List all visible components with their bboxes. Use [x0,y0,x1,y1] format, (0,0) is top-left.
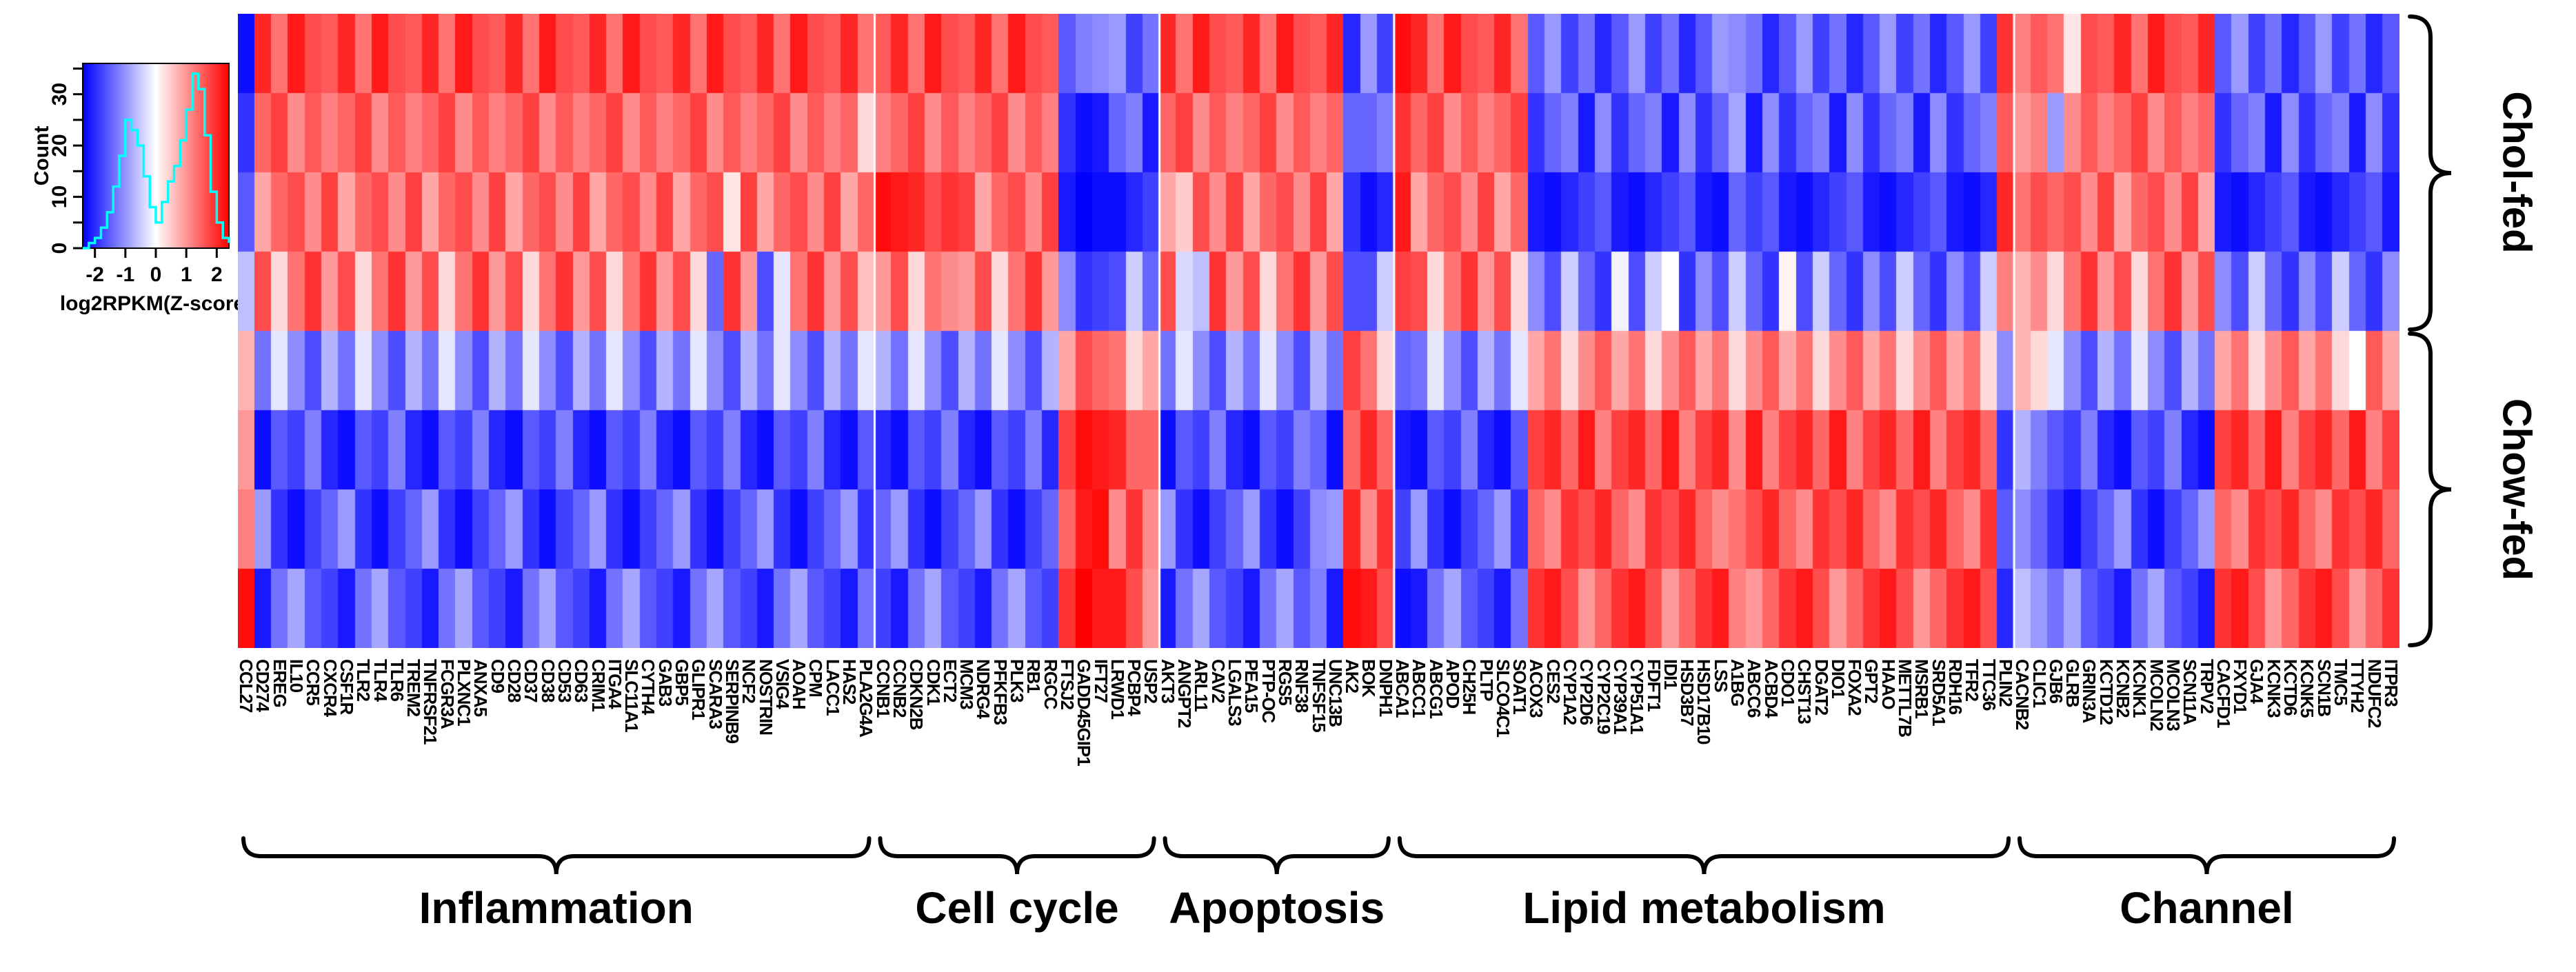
category-label: Apoptosis [1169,883,1385,933]
category-label: Channel [2120,883,2294,933]
legend-x-tick-label: 2 [211,263,223,286]
brace [241,836,872,875]
legend-y-tick-label: 30 [48,83,71,105]
legend-y-tick-label: 20 [48,134,71,156]
brace [878,836,1156,875]
brace [1163,836,1391,875]
brace [2408,332,2452,647]
legend-x-tick-label: -2 [85,263,104,286]
brace [2017,836,2396,875]
legend-count-label: Count [34,126,53,186]
category-label: Inflammation [419,883,694,933]
brace [2408,14,2452,332]
legend-x-axis-label: log2RPKM(Z-score) [60,292,252,315]
category-label: Cell cycle [915,883,1119,933]
legend-x-tick-label: -1 [116,263,134,286]
legend-x-tick-label: 1 [181,263,192,286]
category-label: Lipid metabolism [1522,883,1886,933]
legend-y-tick-label: 10 [48,185,71,208]
condition-label-chow-fed: Chow-fed [2494,398,2539,581]
legend-histogram-line [83,72,230,250]
legend-y-tick-label: 0 [48,243,71,254]
brace [1397,836,2011,875]
condition-label-chol-fed: Chol-fed [2494,91,2539,254]
heatmap-canvas[interactable] [238,14,2399,648]
legend-x-tick-label: 0 [150,263,162,286]
